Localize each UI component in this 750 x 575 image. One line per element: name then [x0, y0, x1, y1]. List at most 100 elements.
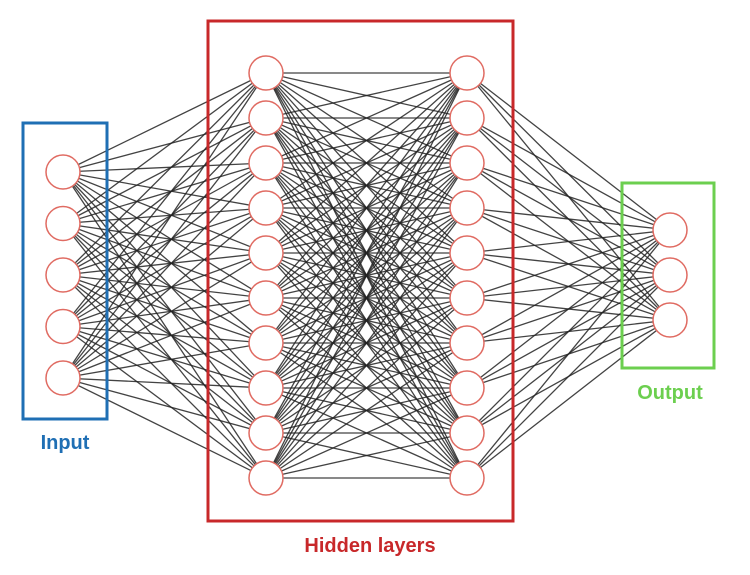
output-label: Output — [637, 382, 703, 404]
connection-input-0-to-hidden-1-3 — [62, 171, 267, 209]
hidden-1-neuron-3 — [248, 145, 284, 181]
hidden-1-neuron-4 — [248, 190, 284, 226]
connection-input-4-to-hidden-1-6 — [62, 342, 267, 379]
hidden-2-neuron-9 — [449, 415, 485, 451]
hidden-1-neuron-7 — [248, 325, 284, 361]
connection-hidden-2-2-to-output-0 — [466, 162, 671, 231]
connection-input-2-to-hidden-1-4 — [62, 252, 267, 276]
connection-input-0-to-hidden-1-4 — [62, 171, 267, 254]
connection-input-3-to-hidden-1-9 — [62, 325, 267, 479]
hidden-group-box — [206, 19, 515, 523]
connection-hidden-2-9-to-output-0 — [466, 229, 671, 479]
hidden-1-neuron-2 — [248, 100, 284, 136]
connection-input-0-to-hidden-1-2 — [62, 162, 267, 173]
input-neuron-1 — [45, 154, 81, 190]
connection-input-4-to-hidden-1-3 — [62, 207, 267, 379]
connection-input-1-to-hidden-1-1 — [62, 117, 267, 225]
connection-input-3-to-hidden-1-8 — [62, 325, 267, 434]
connection-hidden-2-8-to-output-0 — [466, 229, 671, 434]
connection-hidden-1-9-to-hidden-2-4 — [265, 252, 468, 479]
connection-input-4-to-hidden-1-2 — [62, 162, 267, 379]
connection-input-2-to-hidden-1-8 — [62, 274, 267, 434]
neurons — [45, 55, 688, 496]
connection-hidden-1-3-to-hidden-2-0 — [265, 72, 468, 209]
input-group-box — [21, 121, 109, 421]
connection-hidden-2-4-to-output-0 — [466, 229, 671, 254]
hidden-2-neuron-3 — [449, 145, 485, 181]
connection-input-2-to-hidden-1-2 — [62, 162, 267, 276]
connection-hidden-1-6-to-hidden-2-0 — [265, 72, 468, 344]
connection-input-3-to-hidden-1-4 — [62, 252, 267, 328]
connection-input-1-to-hidden-1-9 — [62, 223, 267, 479]
hidden-2-neuron-6 — [449, 280, 485, 316]
hidden-1-neuron-10 — [248, 460, 284, 496]
output-group-box — [620, 181, 716, 370]
connection-hidden-1-9-to-hidden-2-3 — [265, 207, 468, 479]
connection-input-1-to-hidden-1-2 — [62, 162, 267, 225]
hidden-2-neuron-5 — [449, 235, 485, 271]
connection-hidden-2-5-to-output-0 — [466, 229, 671, 299]
output-neuron-2 — [652, 257, 688, 293]
hidden-1-neuron-8 — [248, 370, 284, 406]
connection-hidden-2-6-to-output-0 — [466, 229, 671, 344]
connection-input-1-to-hidden-1-3 — [62, 207, 267, 225]
connection-input-1-to-hidden-1-4 — [62, 222, 267, 254]
connection-input-4-to-hidden-1-1 — [62, 117, 267, 379]
connection-input-4-to-hidden-1-8 — [62, 377, 267, 434]
hidden-2-neuron-4 — [449, 190, 485, 226]
connection-input-4-to-hidden-1-9 — [62, 377, 267, 479]
connection-input-0-to-hidden-1-1 — [62, 117, 267, 173]
connection-input-4-to-hidden-1-4 — [62, 252, 267, 379]
input-neuron-4 — [45, 308, 81, 345]
connection-hidden-1-9-to-hidden-2-8 — [265, 432, 468, 479]
connection-hidden-1-5-to-hidden-2-0 — [265, 72, 468, 299]
connection-input-1-to-hidden-1-0 — [62, 72, 267, 225]
hidden-1-neuron-5 — [248, 235, 284, 271]
connection-hidden-1-7-to-hidden-2-0 — [265, 72, 468, 389]
hidden-2-neuron-7 — [449, 325, 485, 361]
connection-input-0-to-hidden-1-8 — [62, 171, 267, 434]
connection-input-3-to-hidden-1-7 — [62, 325, 267, 389]
connection-input-0-to-hidden-1-0 — [62, 72, 267, 173]
connection-hidden-1-1-to-hidden-2-0 — [265, 72, 468, 119]
connections — [62, 72, 671, 479]
connection-hidden-2-1-to-output-0 — [466, 117, 671, 231]
connection-hidden-2-3-to-output-0 — [466, 207, 671, 231]
connection-hidden-1-9-to-hidden-2-5 — [265, 297, 468, 479]
input-label: Input — [41, 432, 90, 454]
connection-input-0-to-hidden-1-5 — [62, 171, 267, 299]
input-neuron-5 — [45, 360, 81, 396]
connection-input-3-to-hidden-1-0 — [62, 72, 267, 327]
connection-input-1-to-hidden-1-7 — [62, 222, 267, 389]
hidden-2-neuron-2 — [449, 100, 485, 136]
connection-input-3-to-hidden-1-1 — [62, 117, 267, 327]
hidden-2-neuron-10 — [449, 460, 485, 496]
connection-input-0-to-hidden-1-9 — [62, 171, 267, 479]
connection-input-2-to-hidden-1-7 — [62, 274, 267, 389]
connection-hidden-2-9-to-output-2 — [466, 319, 671, 479]
connection-hidden-1-4-to-hidden-2-0 — [265, 72, 468, 254]
connection-input-2-to-hidden-1-1 — [62, 117, 267, 276]
connection-input-3-to-hidden-1-5 — [62, 297, 267, 328]
connection-input-3-to-hidden-1-2 — [62, 162, 267, 328]
output-neuron-3 — [652, 302, 688, 338]
connection-input-3-to-hidden-1-3 — [62, 207, 267, 328]
input-neuron-2 — [45, 205, 81, 242]
connection-hidden-1-9-to-hidden-2-7 — [265, 387, 468, 479]
connection-hidden-1-2-to-hidden-2-0 — [265, 72, 468, 164]
connection-hidden-2-9-to-output-1 — [466, 274, 671, 479]
output-neuron-1 — [652, 212, 688, 248]
input-neuron-3 — [45, 257, 81, 293]
connection-input-4-to-hidden-1-7 — [62, 377, 267, 389]
connection-input-1-to-hidden-1-6 — [62, 222, 267, 344]
connection-hidden-1-8-to-hidden-2-0 — [265, 72, 468, 434]
hidden-layers-label: Hidden layers — [304, 535, 435, 557]
hidden-1-neuron-6 — [248, 280, 284, 316]
connection-input-2-to-hidden-1-9 — [62, 274, 267, 479]
connection-input-1-to-hidden-1-5 — [62, 222, 267, 299]
connection-hidden-1-9-to-hidden-2-1 — [265, 117, 468, 479]
connection-input-2-to-hidden-1-5 — [62, 274, 267, 299]
connection-input-4-to-hidden-1-5 — [62, 297, 267, 379]
connection-input-4-to-hidden-1-0 — [62, 72, 267, 379]
